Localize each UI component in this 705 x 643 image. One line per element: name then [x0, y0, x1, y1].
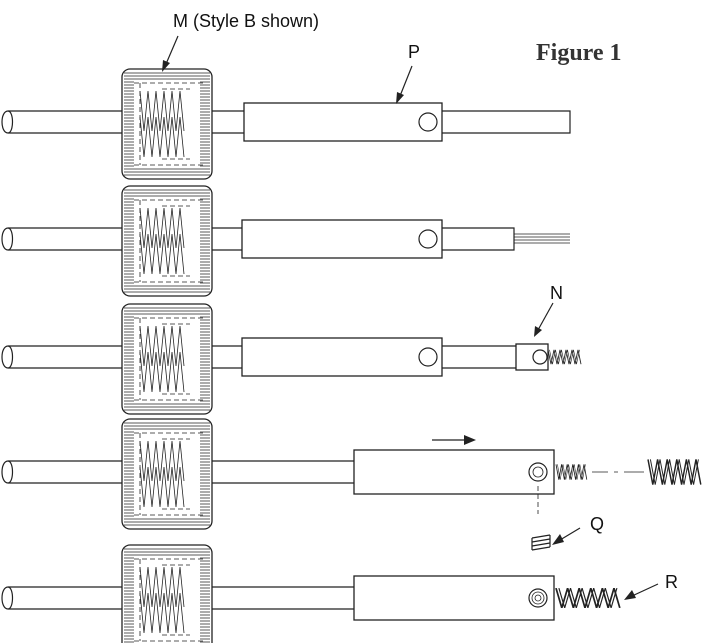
leader-n — [534, 302, 554, 337]
row-5-assembly — [1, 544, 621, 643]
label-p: P — [408, 42, 420, 62]
figure-title: Figure 1 — [536, 40, 622, 66]
leader-q — [552, 527, 581, 545]
set-screw-q — [531, 534, 551, 551]
label-n: N — [550, 283, 563, 303]
label-q: Q — [590, 514, 604, 534]
leader-m — [162, 35, 179, 72]
set-screw-collar-n — [515, 343, 549, 371]
row-3-assembly — [1, 303, 582, 415]
handle-p — [243, 102, 443, 142]
leader-p — [396, 65, 413, 104]
row-2-assembly — [1, 185, 570, 297]
row-4-assembly — [1, 418, 702, 530]
leader-r — [624, 583, 659, 600]
direction-arrow — [432, 435, 476, 445]
label-m: M (Style B shown) — [173, 11, 319, 31]
row-1-assembly — [1, 68, 571, 180]
label-r: R — [665, 572, 678, 592]
